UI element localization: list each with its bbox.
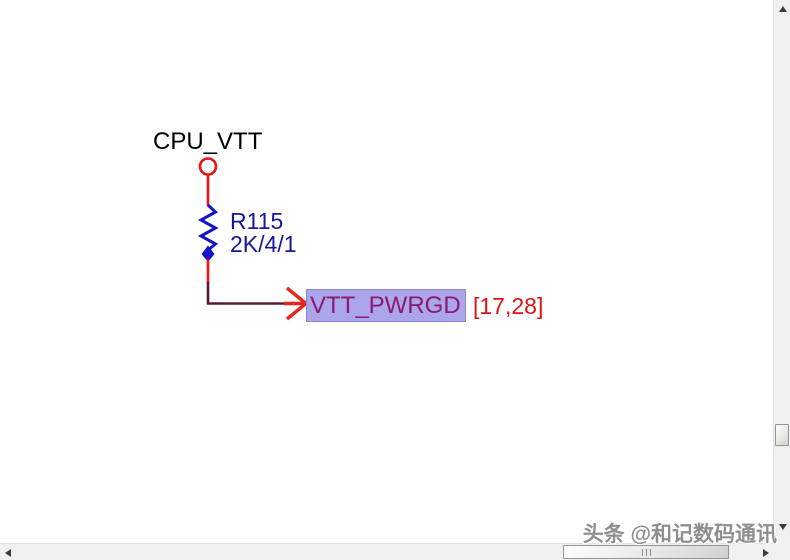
- resistor-reference[interactable]: R115: [230, 208, 284, 234]
- scroll-down-icon[interactable]: [779, 524, 787, 530]
- thumb-grip-icon: [641, 548, 651, 556]
- scroll-right-icon[interactable]: [763, 549, 769, 557]
- terminal-circle-icon[interactable]: [198, 157, 218, 176]
- resistor-value[interactable]: 2K/4/1: [230, 231, 297, 257]
- power-net-label[interactable]: CPU_VTT: [153, 128, 263, 155]
- scroll-up-icon[interactable]: [779, 6, 787, 12]
- junction-diamond-icon[interactable]: [201, 245, 215, 263]
- selected-net-label-box[interactable]: VTT_PWRGD: [306, 289, 466, 322]
- vertical-scrollbar[interactable]: [773, 0, 790, 543]
- scroll-left-icon[interactable]: [5, 549, 11, 557]
- horizontal-scrollbar[interactable]: [0, 543, 773, 560]
- vertical-scrollbar-thumb[interactable]: [775, 424, 789, 446]
- off-page-reference: [17,28]: [473, 293, 544, 319]
- resistor-icon[interactable]: [197, 203, 219, 252]
- wire-elbow[interactable]: [206, 282, 289, 305]
- net-label-text: VTT_PWRGD: [310, 291, 461, 319]
- horizontal-scrollbar-thumb[interactable]: [563, 545, 729, 559]
- watermark-text: 头条 @和记数码通讯: [582, 523, 777, 546]
- scrollbar-corner: [773, 543, 790, 560]
